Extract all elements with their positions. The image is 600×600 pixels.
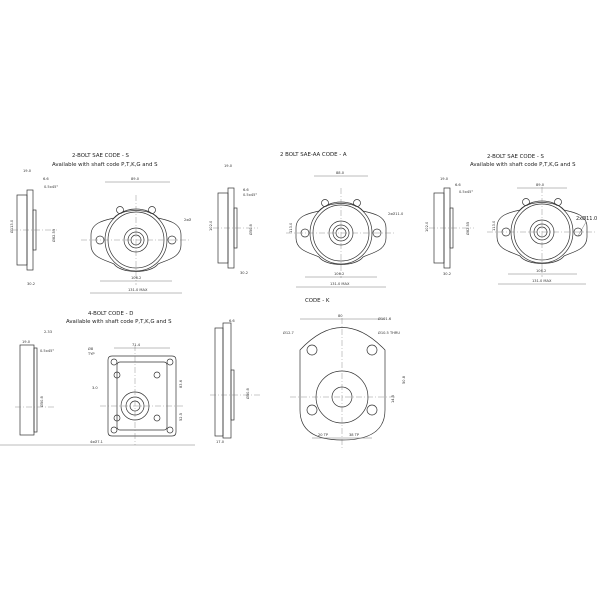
dim-label: Ø50.8 bbox=[248, 223, 253, 235]
dim-label: 102.0 bbox=[209, 220, 213, 231]
dim-label: 2xØ bbox=[184, 217, 191, 222]
dim-label: 4xØ7.1 bbox=[90, 439, 103, 444]
dim-label: 50.8 bbox=[402, 375, 406, 384]
dim-label: 0.5x45° bbox=[44, 185, 58, 189]
dim-label: 3.0 bbox=[92, 386, 98, 390]
dim-label: 0.5x45° bbox=[40, 349, 54, 353]
dim-label: 6.6 bbox=[243, 188, 249, 192]
dim-label: Ø10.5 THRU bbox=[378, 330, 400, 335]
dim-label: 17.0 bbox=[216, 440, 225, 444]
dim-label: Ø101.6 bbox=[378, 316, 392, 321]
view-2bolt-sae-code-s-right: 2-BOLT SAE CODE - S Available with shaft… bbox=[425, 154, 598, 285]
dim-label: Ø50.8 bbox=[245, 387, 250, 399]
dim-label: 19.0 bbox=[440, 177, 449, 181]
dim-label: 102.0 bbox=[425, 221, 429, 232]
dim-label: 106.2 bbox=[131, 276, 141, 280]
dim-label: 89.0 bbox=[536, 183, 545, 187]
dim-label: 106.2 bbox=[334, 272, 344, 276]
view-title: 2-BOLT SAE CODE - S bbox=[72, 153, 130, 159]
dim-label: 6.6 bbox=[43, 177, 49, 181]
view-title: 2-BOLT SAE CODE - S bbox=[487, 154, 545, 160]
dim-label: 113.0 bbox=[492, 220, 496, 231]
dim-label: 6.6 bbox=[229, 319, 235, 323]
dim-label: 131.0 MAX bbox=[330, 282, 350, 286]
dim-label: 83.6 bbox=[179, 379, 183, 388]
dim-label: 131.0 MAX bbox=[532, 279, 552, 283]
dim-label: Ø113.0 bbox=[9, 219, 14, 233]
dim-label: 52.5 bbox=[179, 413, 183, 421]
dim-label: 131.0 MAX bbox=[128, 288, 148, 292]
view-4bolt-code-d: 4-BOLT CODE - D Available with shaft cod… bbox=[15, 311, 185, 445]
dim-label: 113.0 bbox=[289, 222, 293, 233]
dim-label: 88.0 bbox=[336, 171, 345, 175]
dim-label: Ø50.8 bbox=[39, 395, 44, 407]
view-2bolt-sae-aa-code-a: 2 BOLT SAE-AA CODE - A 19.0 6.6 0.5x45° … bbox=[209, 152, 404, 288]
dim-label: Ø82.55 bbox=[465, 222, 470, 235]
view-subtitle: Available with shaft code P,T,K,G and S bbox=[470, 162, 576, 168]
view-title: 4-BOLT CODE - D bbox=[88, 311, 133, 317]
view-subtitle: Available with shaft code P,T,K,G and S bbox=[66, 319, 172, 325]
view-2bolt-sae-code-s-left: 2-BOLT SAE CODE - S Available with shaft… bbox=[9, 153, 191, 294]
dim-label: TYP bbox=[87, 352, 95, 356]
dim-label: 19.0 bbox=[22, 340, 31, 344]
view-title: CODE - K bbox=[305, 298, 330, 304]
dim-label: 106.2 bbox=[536, 269, 546, 273]
dim-label: 14.5 bbox=[391, 395, 395, 403]
dim-label: 6.6 bbox=[455, 183, 461, 187]
view-title: 2 BOLT SAE-AA CODE - A bbox=[280, 152, 347, 158]
dim-label: 30.2 bbox=[443, 272, 451, 276]
dim-label: 2.33 bbox=[44, 330, 52, 334]
dim-label: 2xØ11.0 bbox=[388, 211, 404, 216]
dim-label: 2xØ11.0 bbox=[576, 215, 597, 222]
dim-label: 20 TP bbox=[318, 433, 329, 437]
dim-label: Ø82.55 bbox=[51, 229, 56, 242]
dim-label: Ø8 bbox=[88, 346, 94, 351]
view-code-k: CODE - K 6.6 Ø50.8 17.0 80 Ø101.6 Ø12.7 … bbox=[210, 298, 406, 450]
dim-label: Ø12.7 bbox=[283, 330, 294, 335]
view-subtitle: Available with shaft code P,T,K,G and S bbox=[52, 162, 158, 168]
dim-label: 89.0 bbox=[131, 177, 140, 181]
dim-label: 71.4 bbox=[132, 343, 141, 347]
dim-label: 0.5x45° bbox=[243, 193, 257, 197]
dim-label: 38 TP bbox=[349, 433, 360, 437]
dim-label: 30.2 bbox=[240, 271, 248, 275]
dim-label: 80 bbox=[338, 314, 343, 318]
dim-label: 19.0 bbox=[23, 169, 32, 173]
dim-label: 0.5x45° bbox=[459, 190, 473, 194]
dim-label: 30.2 bbox=[27, 282, 35, 286]
dim-label: 19.0 bbox=[224, 164, 233, 168]
